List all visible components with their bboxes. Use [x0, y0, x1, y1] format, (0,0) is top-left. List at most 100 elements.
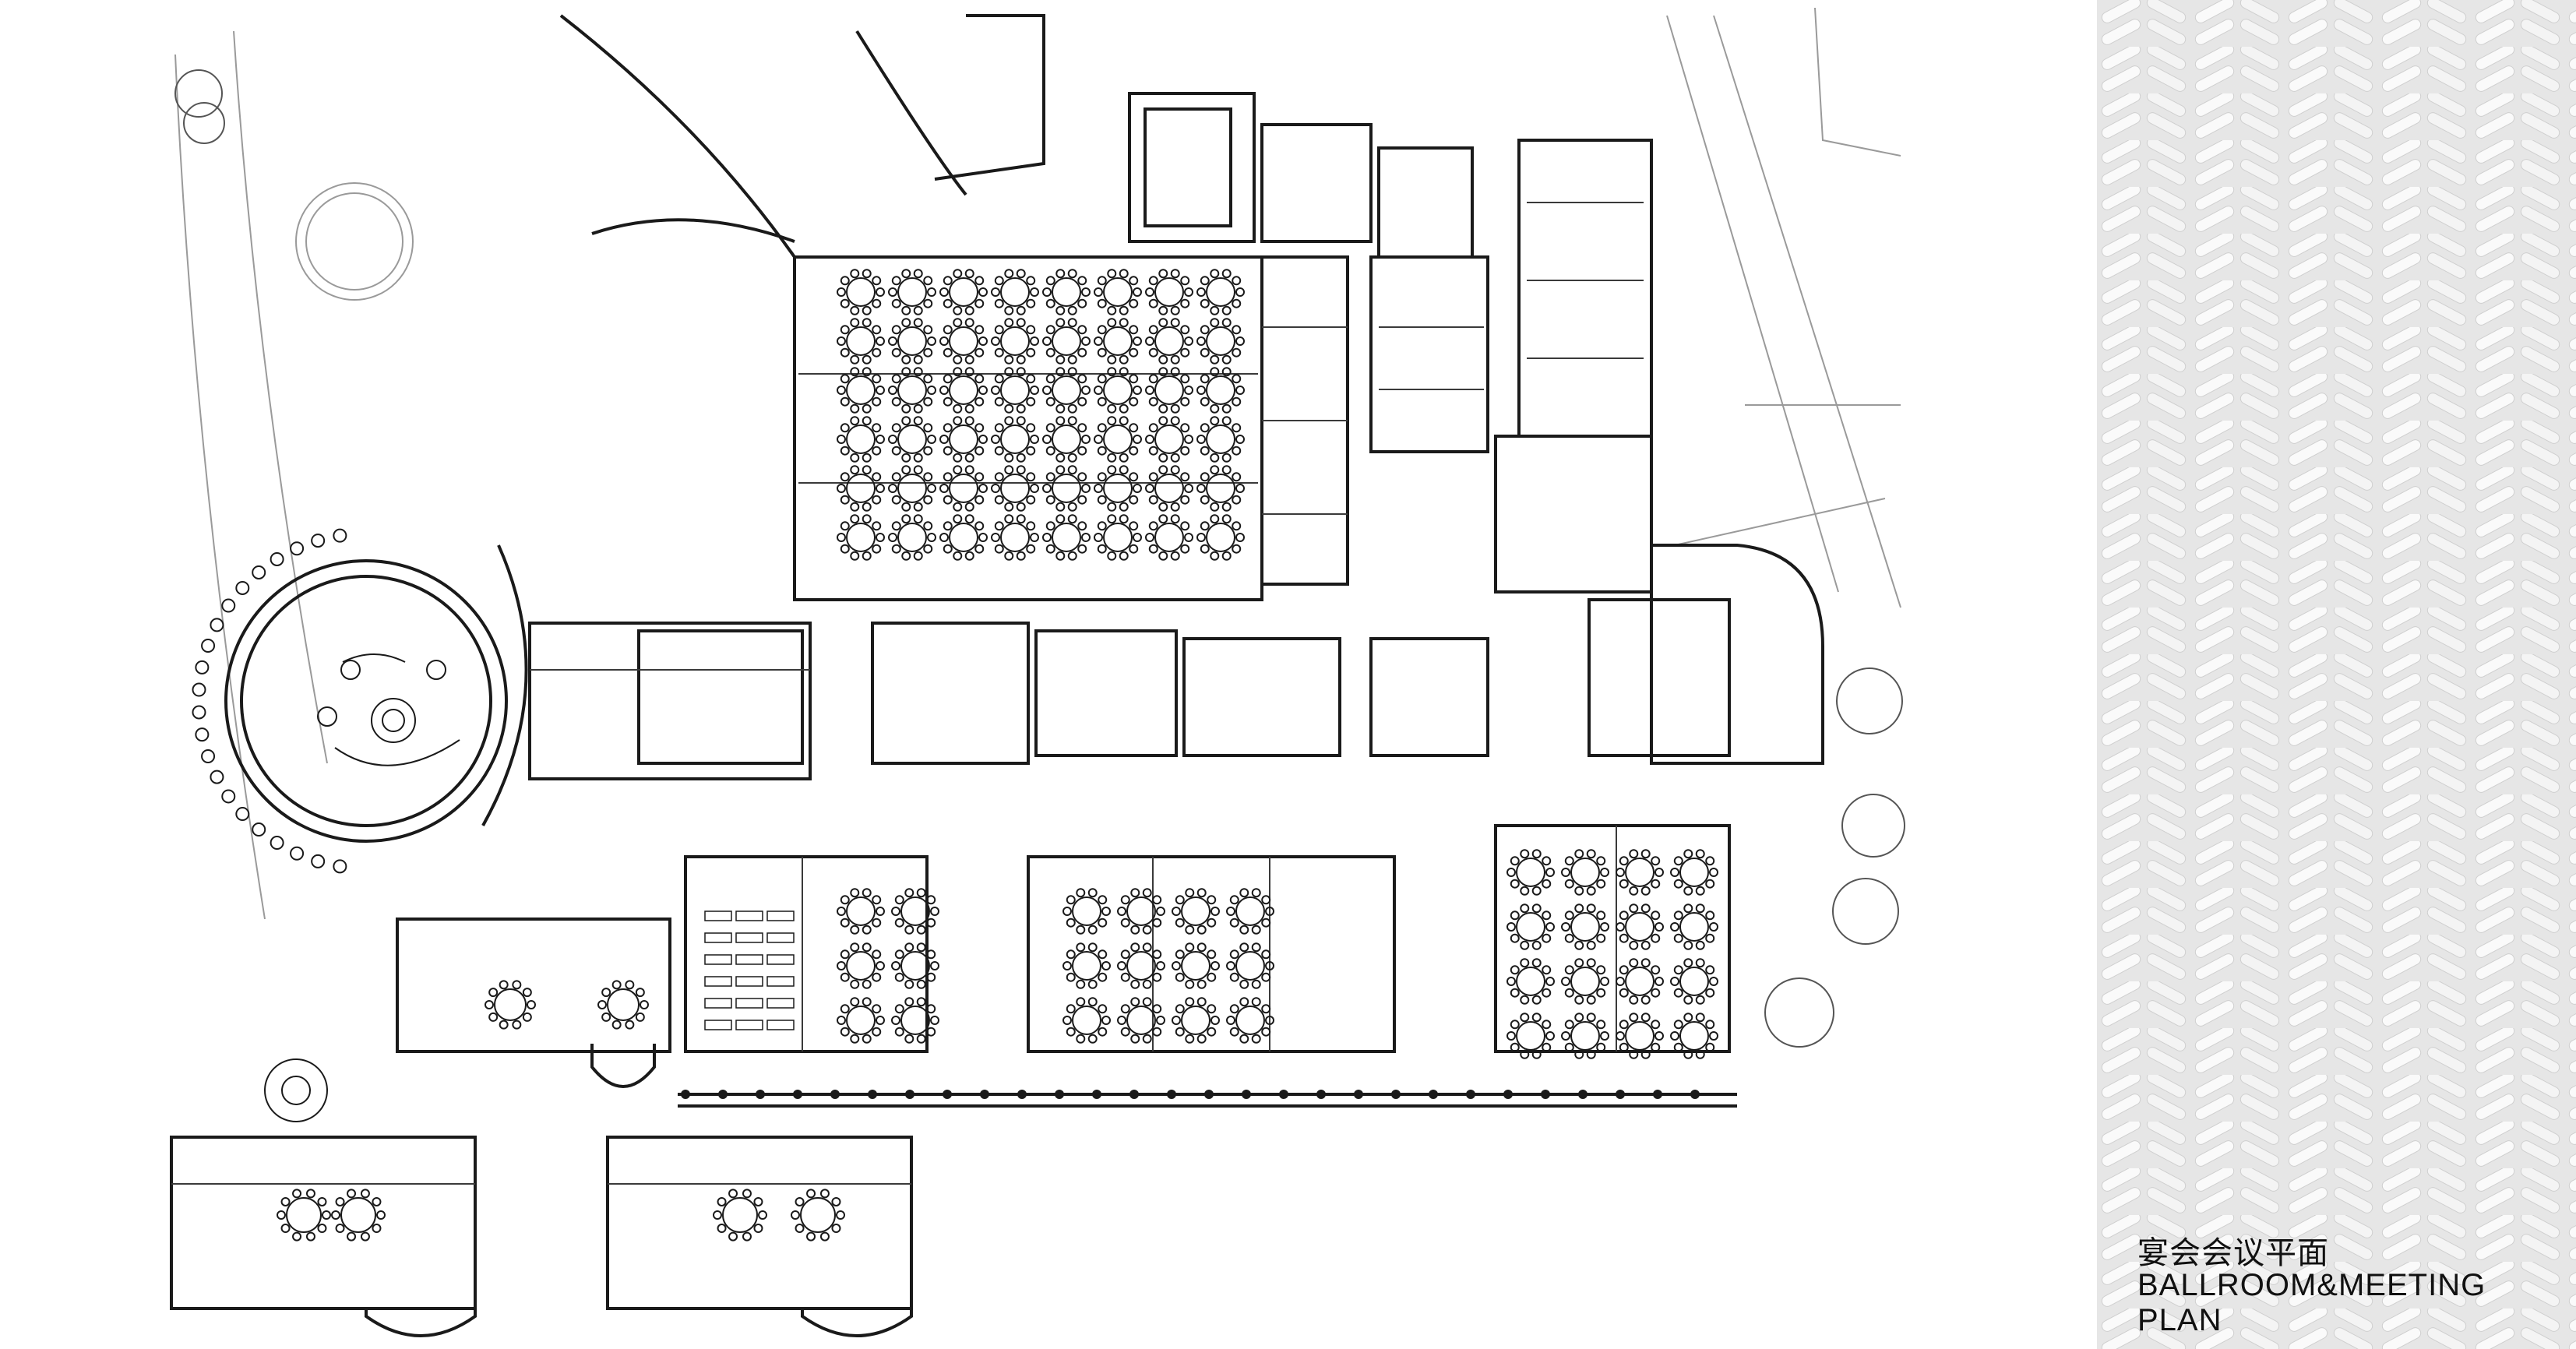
meeting-table	[1072, 951, 1101, 981]
chair	[901, 305, 911, 315]
chair	[1145, 533, 1154, 542]
chair	[1542, 965, 1552, 975]
column	[830, 1090, 840, 1099]
chair	[1705, 988, 1715, 998]
chair	[943, 423, 953, 433]
chair	[1158, 305, 1168, 315]
chair	[1221, 354, 1232, 365]
chair	[1200, 472, 1210, 482]
chair	[901, 367, 911, 377]
chair	[1596, 879, 1606, 889]
ring-column	[195, 727, 210, 742]
chair	[888, 533, 897, 542]
chair	[795, 1224, 805, 1234]
chair	[1156, 907, 1165, 916]
ring-column	[333, 528, 347, 543]
chair	[1119, 514, 1129, 524]
chair	[840, 1027, 850, 1037]
chair	[372, 1224, 382, 1234]
chair	[1045, 495, 1055, 505]
chair	[872, 521, 882, 531]
column	[1653, 1090, 1662, 1099]
chair	[850, 1034, 860, 1044]
chair	[806, 1231, 816, 1242]
chair	[1629, 903, 1639, 914]
chair	[1670, 977, 1679, 986]
chair	[943, 446, 953, 456]
chair	[1629, 940, 1639, 950]
chair	[1004, 453, 1014, 463]
classroom-desk	[735, 954, 763, 965]
chair	[1062, 961, 1072, 970]
chair	[1081, 386, 1091, 395]
chair	[974, 472, 985, 482]
chair	[1520, 1049, 1530, 1059]
chair	[1265, 907, 1274, 916]
chair	[1148, 276, 1158, 286]
chair	[1030, 336, 1039, 346]
ballroom-table	[1052, 375, 1081, 405]
chair	[1081, 435, 1091, 444]
chair	[1586, 886, 1596, 896]
chair	[1094, 533, 1103, 542]
chair	[916, 1034, 926, 1044]
chair	[1564, 856, 1574, 866]
classroom-desk	[766, 932, 795, 943]
column	[1578, 1090, 1588, 1099]
ballroom-table	[1154, 474, 1184, 503]
chair	[1600, 1031, 1609, 1041]
chair	[1695, 886, 1705, 896]
chair	[891, 276, 901, 286]
chair	[1129, 544, 1139, 554]
chair	[1261, 1027, 1271, 1037]
chair	[1251, 997, 1261, 1007]
chair	[1094, 386, 1103, 395]
chair	[994, 495, 1004, 505]
chair	[862, 551, 872, 561]
chair	[913, 551, 923, 561]
classroom-desk	[766, 1020, 795, 1030]
chair	[1119, 403, 1129, 414]
chair	[795, 1196, 805, 1206]
chair	[888, 287, 897, 297]
chair	[1210, 305, 1220, 315]
chair	[1640, 849, 1651, 859]
meeting-table	[1516, 912, 1545, 942]
chair	[1172, 1016, 1181, 1025]
chair	[1200, 298, 1210, 308]
chair	[1531, 903, 1542, 914]
chair	[1016, 354, 1026, 365]
chair	[1130, 979, 1140, 989]
chair	[840, 325, 850, 335]
chair	[1221, 453, 1232, 463]
ring-column	[252, 822, 266, 837]
ring-column	[192, 705, 206, 720]
chair	[1170, 269, 1180, 279]
chair	[1510, 856, 1520, 866]
chair	[1261, 895, 1271, 905]
ballroom-table	[1000, 326, 1030, 356]
chair	[913, 465, 923, 475]
chair	[1510, 1042, 1520, 1052]
chair	[1185, 1034, 1195, 1044]
chair	[1207, 972, 1217, 982]
chair	[1077, 521, 1087, 531]
chair	[1596, 910, 1606, 921]
chair	[1619, 856, 1629, 866]
classroom-desk	[704, 932, 732, 943]
chair	[1067, 367, 1077, 377]
chair	[1016, 453, 1026, 463]
chair	[927, 533, 936, 542]
chair	[1251, 925, 1261, 935]
chair	[888, 484, 897, 493]
chair	[1574, 1013, 1584, 1023]
ring-column	[311, 534, 326, 548]
chair	[891, 961, 900, 970]
ballroom-table	[1000, 523, 1030, 552]
chair	[331, 1210, 340, 1220]
chair	[1129, 423, 1139, 433]
chair	[1531, 849, 1542, 859]
chair	[1506, 1031, 1516, 1041]
chair	[862, 925, 872, 935]
chair	[1200, 544, 1210, 554]
